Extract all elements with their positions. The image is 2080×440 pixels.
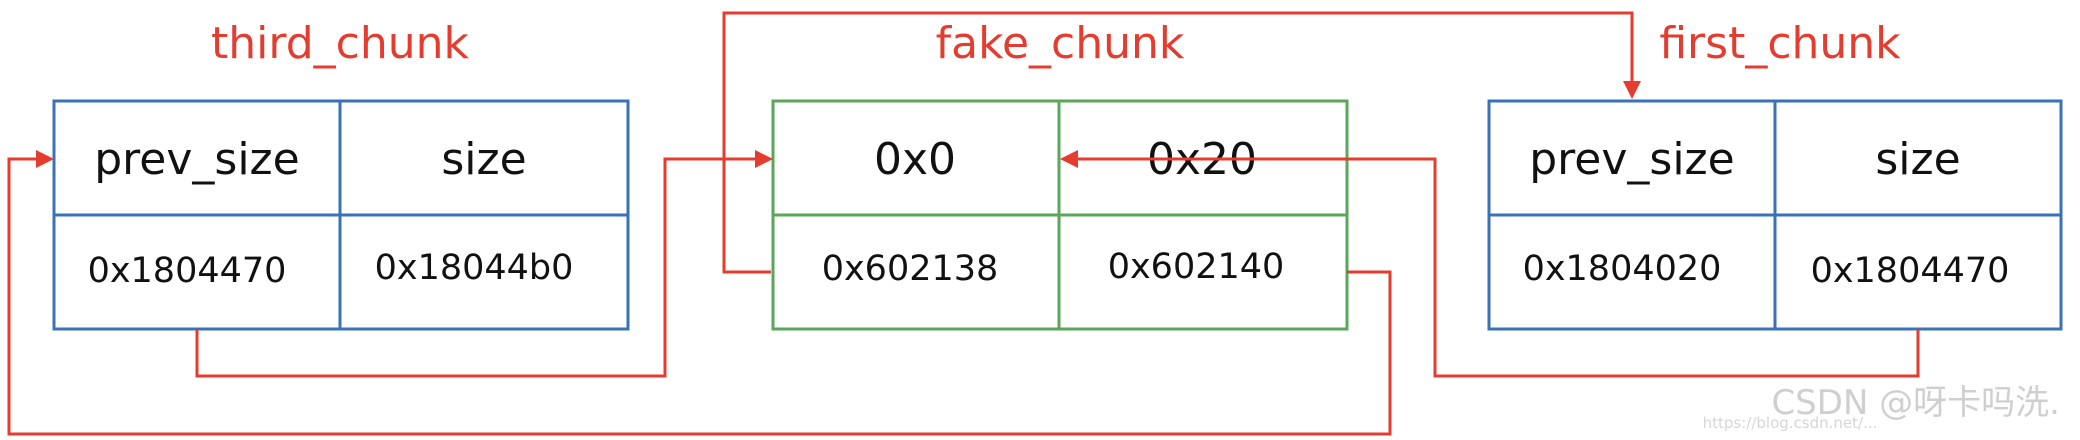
first-chunk-title: first_chunk: [1659, 18, 1901, 69]
first-chunk-fd-value: 0x1804020: [1523, 249, 1722, 289]
first-chunk-bk-value: 0x1804470: [1811, 251, 2010, 291]
csdn-watermark: CSDN @呀卡吗洗.: [1771, 383, 2060, 423]
third-chunk-prev-size-header: prev_size: [94, 134, 299, 185]
arrow-fake-bk-to-third: [7, 150, 1392, 436]
third-chunk-box: prev_size size 0x1804470 0x18044b0: [52, 99, 630, 331]
third-chunk-bk-value: 0x18044b0: [375, 248, 574, 288]
first-chunk-prev-size-header: prev_size: [1529, 134, 1734, 185]
fake-chunk-title: fake_chunk: [936, 18, 1185, 69]
third-chunk-size-header: size: [441, 134, 526, 185]
fake-chunk-bk-value: 0x602140: [1108, 247, 1285, 287]
third-chunk-fd-value: 0x1804470: [88, 251, 287, 291]
third-chunk-title: third_chunk: [211, 18, 469, 69]
arrow-first-bk-to-fake: [1060, 150, 1920, 378]
arrow-third-fd-to-fake: [195, 150, 773, 378]
fake-chunk-fd-value: 0x602138: [822, 249, 999, 289]
fake-chunk-box: 0x0 0x20 0x602138 0x602140: [771, 99, 1349, 331]
first-chunk-box: prev_size size 0x1804020 0x1804470: [1487, 99, 2063, 331]
arrow-fake-fd-to-first: [722, 11, 1641, 274]
csdn-watermark-url: https://blog.csdn.net/...: [1703, 414, 1878, 432]
fake-chunk-prev-size-value: 0x0: [874, 134, 956, 185]
first-chunk-size-header: size: [1875, 134, 1960, 185]
